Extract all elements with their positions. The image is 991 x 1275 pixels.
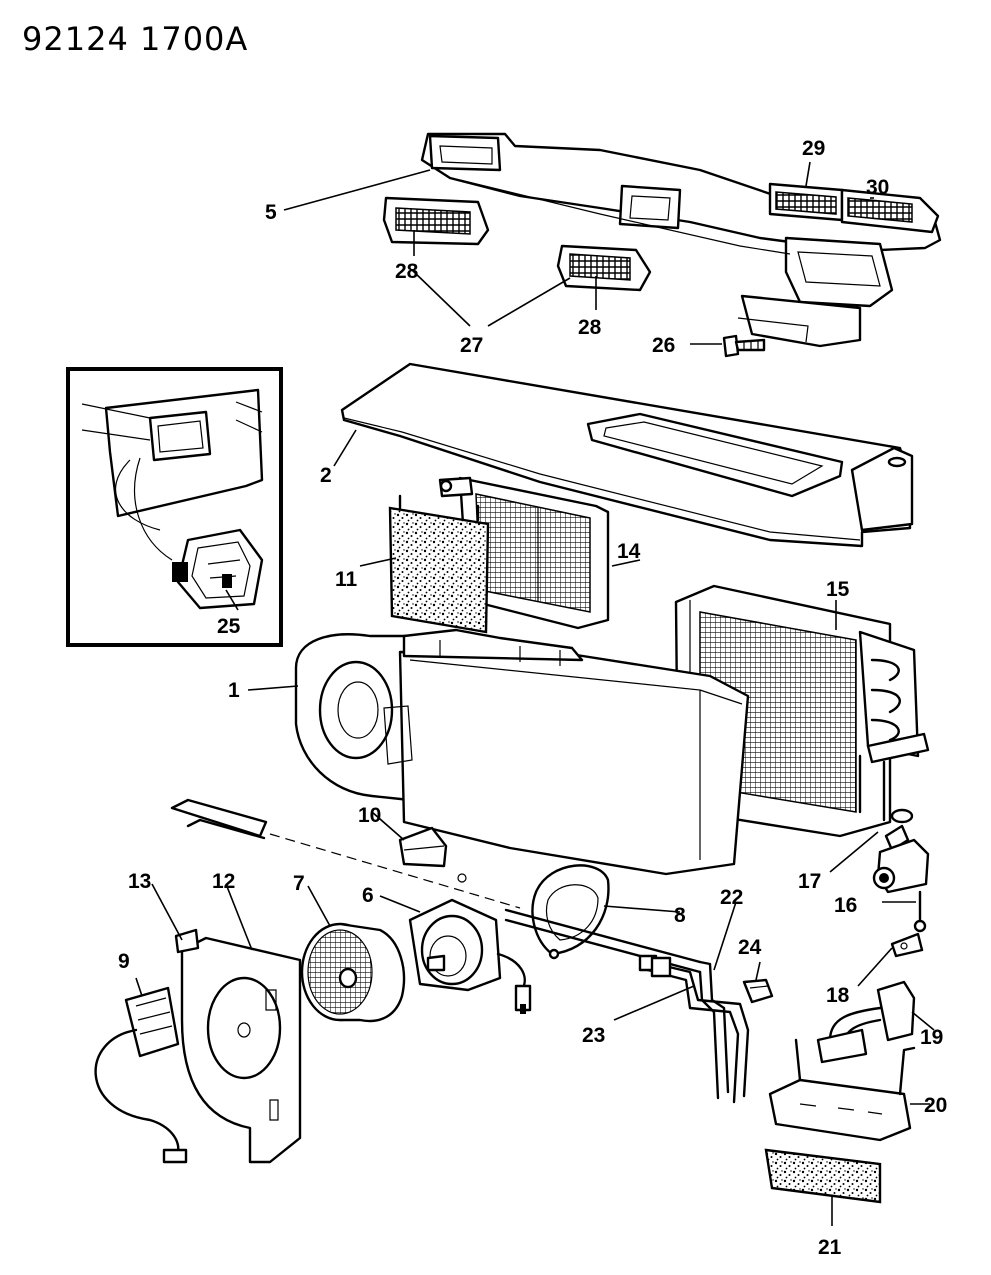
callout-15: 15 xyxy=(826,578,850,601)
screw-26 xyxy=(722,334,766,358)
clip-24 xyxy=(742,978,774,1004)
callout-9: 9 xyxy=(118,950,130,973)
callout-22: 22 xyxy=(720,886,743,909)
case-top-cover xyxy=(340,362,914,548)
expansion-valve-16 xyxy=(872,838,930,933)
bracket-20 xyxy=(768,1038,916,1142)
callout-19: 19 xyxy=(920,1026,943,1049)
louver-28-left xyxy=(382,196,490,246)
callout-21: 21 xyxy=(818,1236,842,1259)
callout-2: 2 xyxy=(320,464,332,487)
callout-16: 16 xyxy=(834,894,857,917)
resistor-10 xyxy=(398,826,467,883)
callout-30: 30 xyxy=(866,176,889,199)
heater-case-1 xyxy=(294,628,750,876)
callout-18: 18 xyxy=(826,984,850,1007)
callout-26: 26 xyxy=(652,334,675,357)
distribution-duct xyxy=(420,132,942,348)
callout-5: 5 xyxy=(265,201,277,224)
leader-lines xyxy=(135,161,935,1226)
callout-1: 1 xyxy=(228,679,240,702)
callout-7: 7 xyxy=(293,872,305,895)
blower-housing-12 xyxy=(174,928,302,1164)
gasket-17 xyxy=(884,808,914,852)
callout-24: 24 xyxy=(738,936,762,959)
filter-11 xyxy=(388,494,490,634)
plate-21 xyxy=(764,1148,882,1204)
callout-labels: 5 29 30 28 27 28 26 2 11 14 15 25 1 10 1… xyxy=(118,137,947,1259)
callout-27: 27 xyxy=(460,334,483,357)
refrigerant-lines xyxy=(504,908,750,1104)
callout-28-center: 28 xyxy=(578,316,602,339)
inset-detail-box xyxy=(66,367,283,647)
callout-13: 13 xyxy=(128,870,151,893)
callout-17: 17 xyxy=(798,870,821,893)
callout-10: 10 xyxy=(358,804,381,827)
callout-14: 14 xyxy=(617,540,641,563)
louver-29 xyxy=(768,182,844,222)
heater-core-14 xyxy=(438,476,610,630)
tube-block-19 xyxy=(816,980,916,1064)
callout-6: 6 xyxy=(362,884,374,907)
switch-9 xyxy=(94,986,188,1164)
cables xyxy=(170,798,521,909)
diagram-code: 92124 1700A xyxy=(22,20,249,58)
gasket-18 xyxy=(890,932,924,958)
blower-wheel-7 xyxy=(300,922,406,1023)
callout-12: 12 xyxy=(212,870,235,893)
callout-23: 23 xyxy=(582,1024,605,1047)
blower-motor-6 xyxy=(408,898,532,1014)
callout-29: 29 xyxy=(802,137,825,160)
callout-28-left: 28 xyxy=(395,260,419,283)
callout-8: 8 xyxy=(674,904,686,927)
callout-25: 25 xyxy=(217,615,241,638)
callout-20: 20 xyxy=(924,1094,947,1117)
louver-30 xyxy=(840,188,940,234)
callout-11: 11 xyxy=(335,568,358,591)
louver-28-center xyxy=(556,244,652,292)
